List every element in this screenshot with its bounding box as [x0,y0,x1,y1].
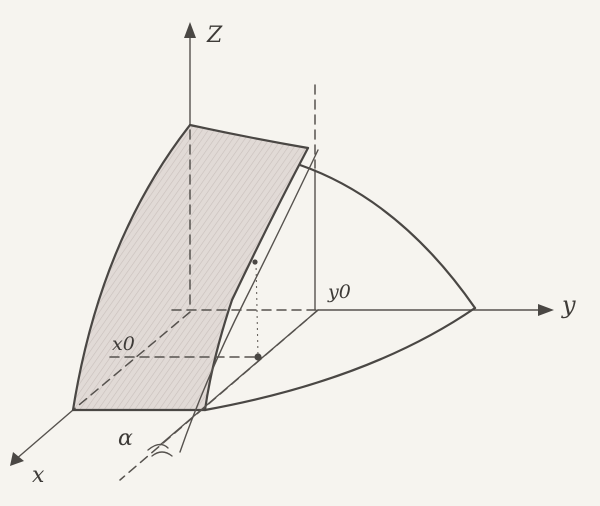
z-axis-arrowhead [184,22,196,38]
alpha-angle-arc [147,443,169,451]
x-axis-arrowhead [10,452,24,466]
upper-arc-to-y-axis [298,163,477,310]
upper-point-marker [252,259,258,265]
alpha-label: α [118,426,133,451]
top-edge-curve [188,123,310,150]
x0-label: x0 [112,333,135,355]
front-edge-curve-outer [203,146,310,412]
x-axis-hidden [72,311,191,411]
front-edge-curve-inner [179,149,319,453]
z-axis-label: Z [206,23,223,48]
point-vertical-dotted [255,261,259,358]
alpha-angle-arc-2 [151,451,173,457]
cutting-line-solid [159,309,319,446]
y-axis-arrowhead [538,304,554,316]
base-arc [203,306,477,412]
y-axis-label: y [561,291,576,319]
y0-label: y0 [327,281,351,303]
x-axis-label: x [32,463,45,488]
cutting-line-dashed [119,309,319,481]
left-edge-curve [71,123,192,412]
point-marker [254,353,262,361]
x-axis [14,409,74,461]
